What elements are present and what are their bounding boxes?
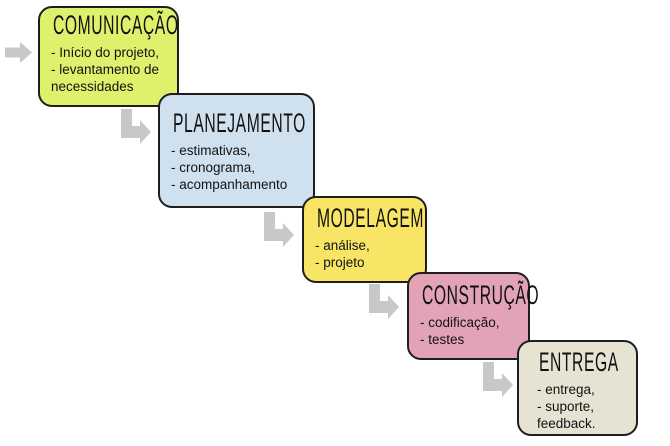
stage-details: - análise, - projeto	[315, 238, 370, 270]
stage-construcao: CONSTRUÇÃO - codificação, - testes	[407, 272, 540, 360]
stage-details: - codificação, - testes	[420, 315, 500, 347]
stage-details: - estimativas, - cronograma, - acompanha…	[171, 143, 288, 192]
stage-modelagem: MODELAGEM - análise, - projeto	[302, 196, 427, 283]
stage-title: CONSTRUÇÃO	[422, 280, 540, 310]
stage-entrega: ENTREGA - entrega, - suporte, feedback.	[517, 340, 638, 436]
elbow-down-right-arrow-icon	[121, 109, 151, 144]
stage-comunicacao: COMUNICAÇÃO - Início do projeto, - levan…	[38, 6, 179, 107]
stage-title: PLANEJAMENTO	[173, 108, 306, 138]
stage-details: - entrega, - suporte, feedback.	[537, 382, 596, 431]
stage-title: MODELAGEM	[317, 203, 425, 233]
stage-title: COMUNICAÇÃO	[53, 10, 179, 40]
stage-planejamento: PLANEJAMENTO - estimativas, - cronograma…	[158, 93, 315, 208]
elbow-down-right-arrow-icon	[264, 212, 294, 247]
stage-details: - Início do projeto, - levantamento de n…	[51, 45, 160, 94]
stage-title: ENTREGA	[539, 347, 619, 377]
start-right-arrow-icon	[5, 42, 32, 63]
elbow-down-right-arrow-icon	[369, 284, 399, 319]
elbow-down-right-arrow-icon	[483, 362, 513, 397]
